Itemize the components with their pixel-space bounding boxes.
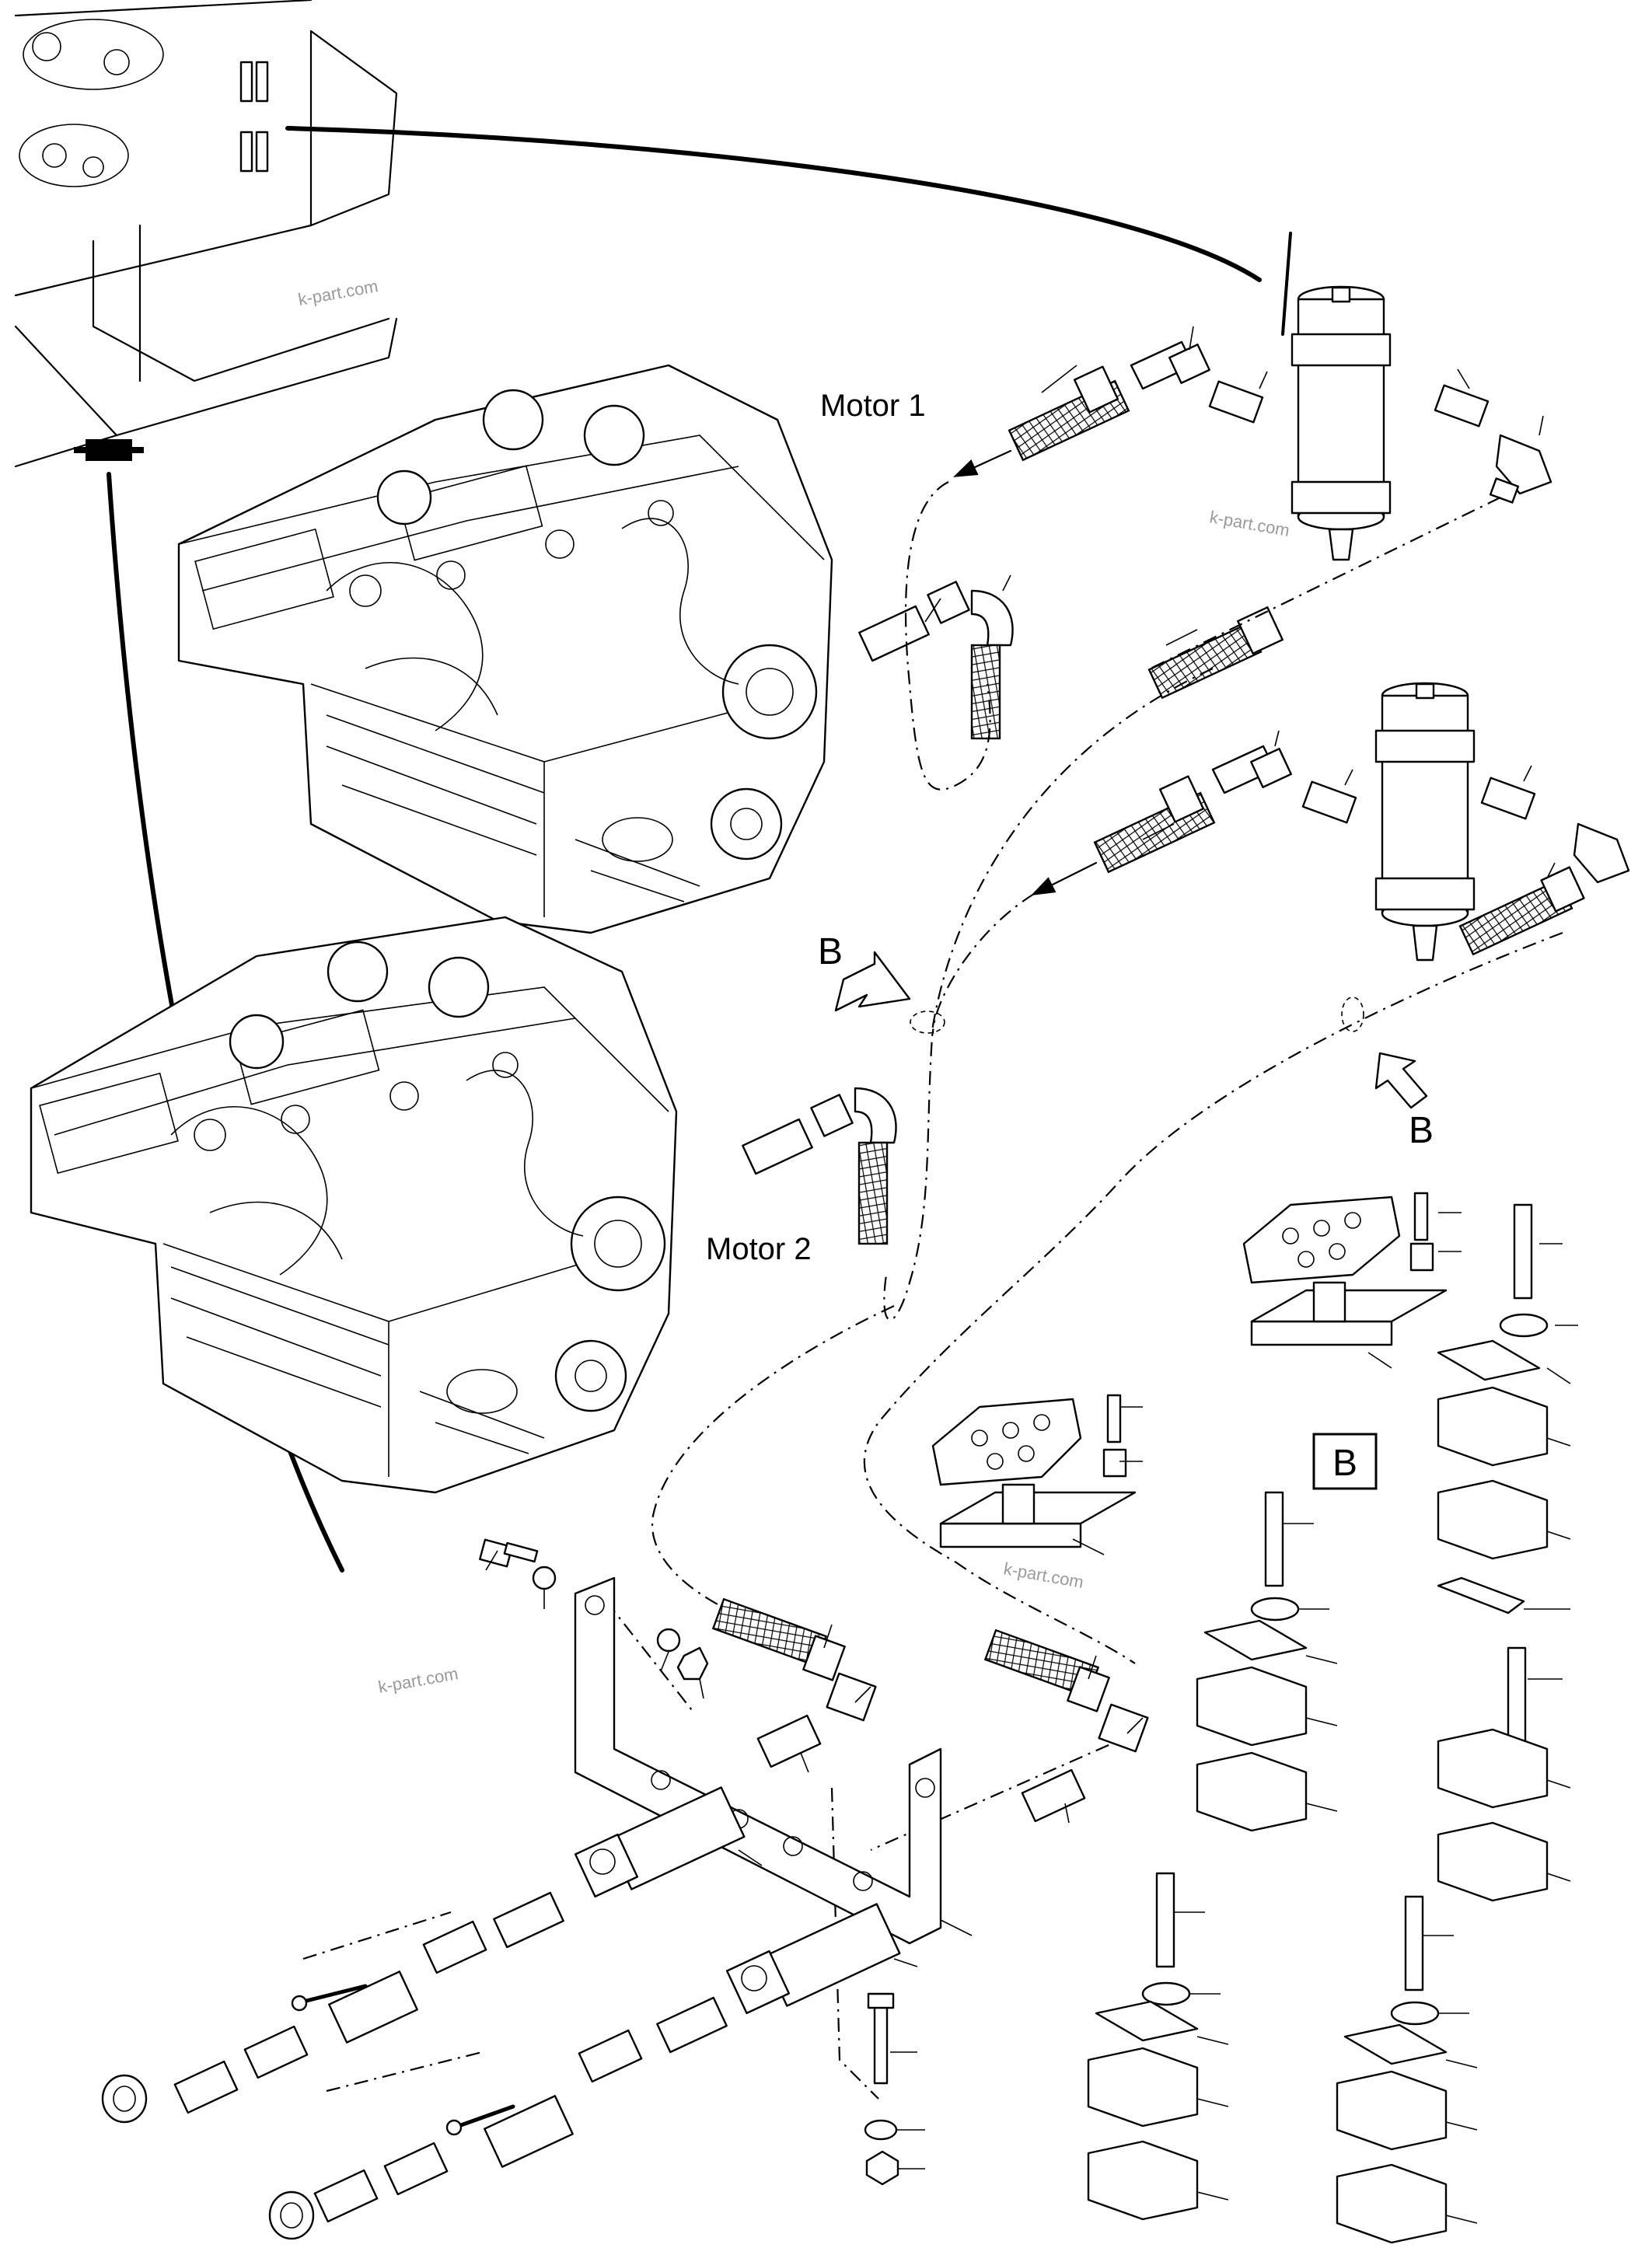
detail-b-arrow-top: [834, 951, 911, 1012]
fuel-filter-2: [1374, 682, 1476, 962]
valve-fittings-lower-line: [268, 1996, 728, 2240]
shutoff-valve-upper: [574, 1786, 746, 1898]
locator-leader-filter: [285, 126, 1262, 282]
clamp-bracket-lower: [931, 1394, 1137, 1548]
label-detail-b-top: B: [818, 931, 843, 972]
clamp-set-lower-right: [1336, 1895, 1448, 2244]
hose-1-top: [952, 365, 1130, 477]
clamp-set-right-2: [1437, 1576, 1549, 1902]
fuel-filter-1: [1281, 232, 1392, 561]
clamp-bracket-upper: [1242, 1192, 1448, 1346]
valve-mounting-bracket: [479, 1538, 942, 1945]
locator-engine-sketch: [19, 19, 164, 187]
return-hoses-lower: [711, 1597, 1149, 1823]
shutoff-valve-lower: [725, 1903, 901, 2015]
clamp-set-right-1: [1437, 1203, 1549, 1560]
ball-valve-lower: [445, 2095, 574, 2168]
clamp-set-lower-left: [1087, 1872, 1199, 2221]
watermark: k-part.com: [1002, 1559, 1085, 1592]
motor-1-connectors: [858, 581, 1284, 740]
filter-1-fittings: [1130, 340, 1552, 504]
detail-b-arrow-right: [1374, 1052, 1428, 1109]
detail-b-box: B: [1312, 1433, 1378, 1490]
engine-motor-1: [177, 364, 833, 934]
clamp-set-middle: [1196, 1491, 1308, 1832]
watermark: k-part.com: [377, 1663, 460, 1697]
label-detail-b-right: B: [1409, 1110, 1434, 1151]
bracket-bolt-nut: [864, 1992, 899, 2186]
hose-2-top: [1031, 775, 1216, 895]
label-motor-2: Motor 2: [706, 1232, 812, 1266]
engine-motor-2: [30, 916, 678, 1494]
ball-valve-upper: [291, 1971, 418, 2044]
locator-valve-icon: [74, 439, 144, 461]
callout-leaders: [485, 326, 1578, 2224]
vehicle-locator-outline: [14, 0, 398, 468]
label-detail-b-box: B: [1332, 1443, 1357, 1484]
watermark: k-part.com: [297, 276, 380, 309]
locator-filter-icon: [239, 61, 269, 173]
filter-2-fittings: [1211, 745, 1630, 956]
label-motor-1: Motor 1: [820, 389, 926, 423]
valve-fittings-upper-line: [101, 1891, 564, 2124]
motor-2-connectors: [742, 1087, 897, 1245]
watermark: k-part.com: [1208, 507, 1291, 540]
